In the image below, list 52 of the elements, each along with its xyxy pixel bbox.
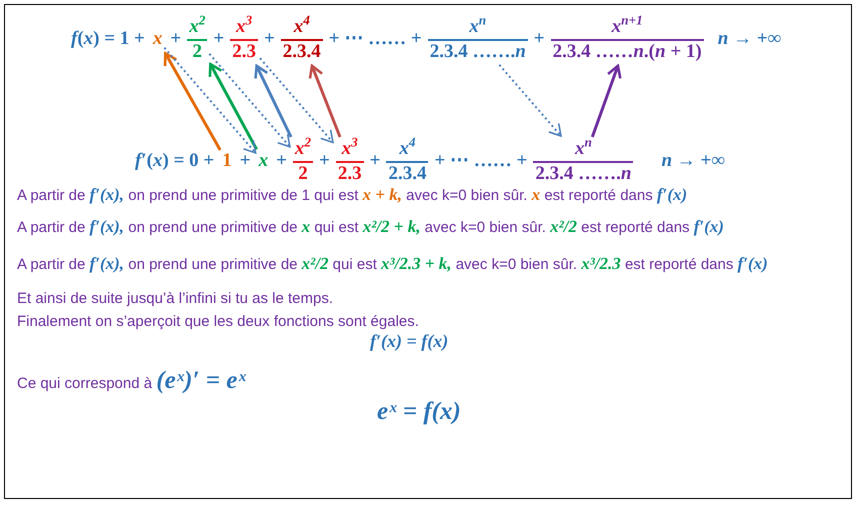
explanation-text: A partir de f′(x), on prend une primitive de x²/2 qui est x³/2.3 + k, avec k=0 bien sûr. x³/2.3 est reporté dans f′(x) — [17, 253, 768, 275]
fraction-numerator: x$^{2}$ — [294, 139, 312, 160]
arrow — [590, 64, 622, 138]
formula-text: + — [319, 151, 330, 172]
explanation-text: Ce qui correspond à (eˣ)′ = eˣ — [17, 366, 246, 396]
explanation-text: A partir de f′(x), on prend une primitive de x qui est x²/2 + k, avec k=0 bien sûr. x²/2 est reporté dans f′(x) — [17, 216, 724, 238]
equation: eˣ = f(x) — [377, 398, 461, 426]
fraction-numerator: x$^{3}$ — [340, 139, 359, 160]
formula-text: f(x) = 1 + — [71, 29, 145, 50]
fraction-denominator: 2.3.4 …….n — [534, 164, 632, 185]
formula-text: n → +∞ — [661, 151, 725, 172]
math-term: x — [258, 151, 268, 172]
explanation-text: Et ainsi de suite jusqu’à l’infini si tu as le temps. — [17, 289, 333, 308]
math-term: x — [152, 29, 162, 50]
math-term: 1 — [222, 151, 232, 172]
dotted-arrow — [164, 47, 256, 154]
formula-text: + ⋯ …… + — [328, 29, 422, 50]
formula-text: f′(x) = 0 + — [135, 151, 214, 172]
fraction-numerator: x$^{4}$ — [398, 139, 417, 160]
fraction-numerator: x$^{3}$ — [234, 17, 254, 38]
fraction-denominator: 2.3.4 ……n.(n + 1) — [552, 42, 703, 63]
formula-text: n → +∞ — [718, 29, 782, 50]
formula-text: + — [170, 29, 182, 50]
fraction-denominator: 2.3 — [231, 42, 257, 63]
formula-text: + ⋯ …… + — [434, 151, 528, 172]
explanation-text: Finalement on s’aperçoit que les deux fonctions sont égales. — [17, 312, 419, 332]
formula-text: + — [264, 29, 275, 50]
fraction-denominator: 2.3.4 — [282, 42, 322, 63]
fraction-denominator: 2 — [297, 164, 309, 185]
formula-text: + — [213, 29, 224, 50]
formula-text: + — [534, 29, 545, 50]
fraction-denominator: 2.3 — [336, 164, 363, 185]
fraction-denominator: 2.3.4 …….n — [428, 42, 527, 63]
dotted-arrow — [498, 64, 562, 137]
fraction-numerator: x$^{4}$ — [292, 17, 311, 38]
arrow — [164, 52, 222, 151]
formula-text: + — [240, 151, 251, 172]
explanation-text: A partir de f′(x), on prend une primitive de 1 qui est x + k, avec k=0 bien sûr. x est reporté dans f′(x) — [17, 184, 688, 206]
fraction-numerator: x$^{n}$ — [574, 139, 593, 160]
arrow — [208, 62, 258, 150]
formula-text: + — [370, 151, 380, 172]
fraction-denominator: 2 — [192, 42, 204, 63]
dotted-arrow — [208, 53, 291, 148]
equation: f′(x) = f(x) — [370, 332, 448, 352]
arrow — [254, 64, 292, 138]
fraction-numerator: x$^{n+1}$ — [610, 17, 644, 38]
dotted-arrow — [259, 58, 334, 144]
fraction-denominator: 2.3.4 — [387, 164, 428, 185]
fraction-numerator: x$^{n}$ — [468, 17, 488, 38]
formula-text: + — [276, 151, 287, 172]
fraction-numerator: x$^{2}$ — [188, 17, 206, 38]
arrow — [308, 64, 342, 138]
